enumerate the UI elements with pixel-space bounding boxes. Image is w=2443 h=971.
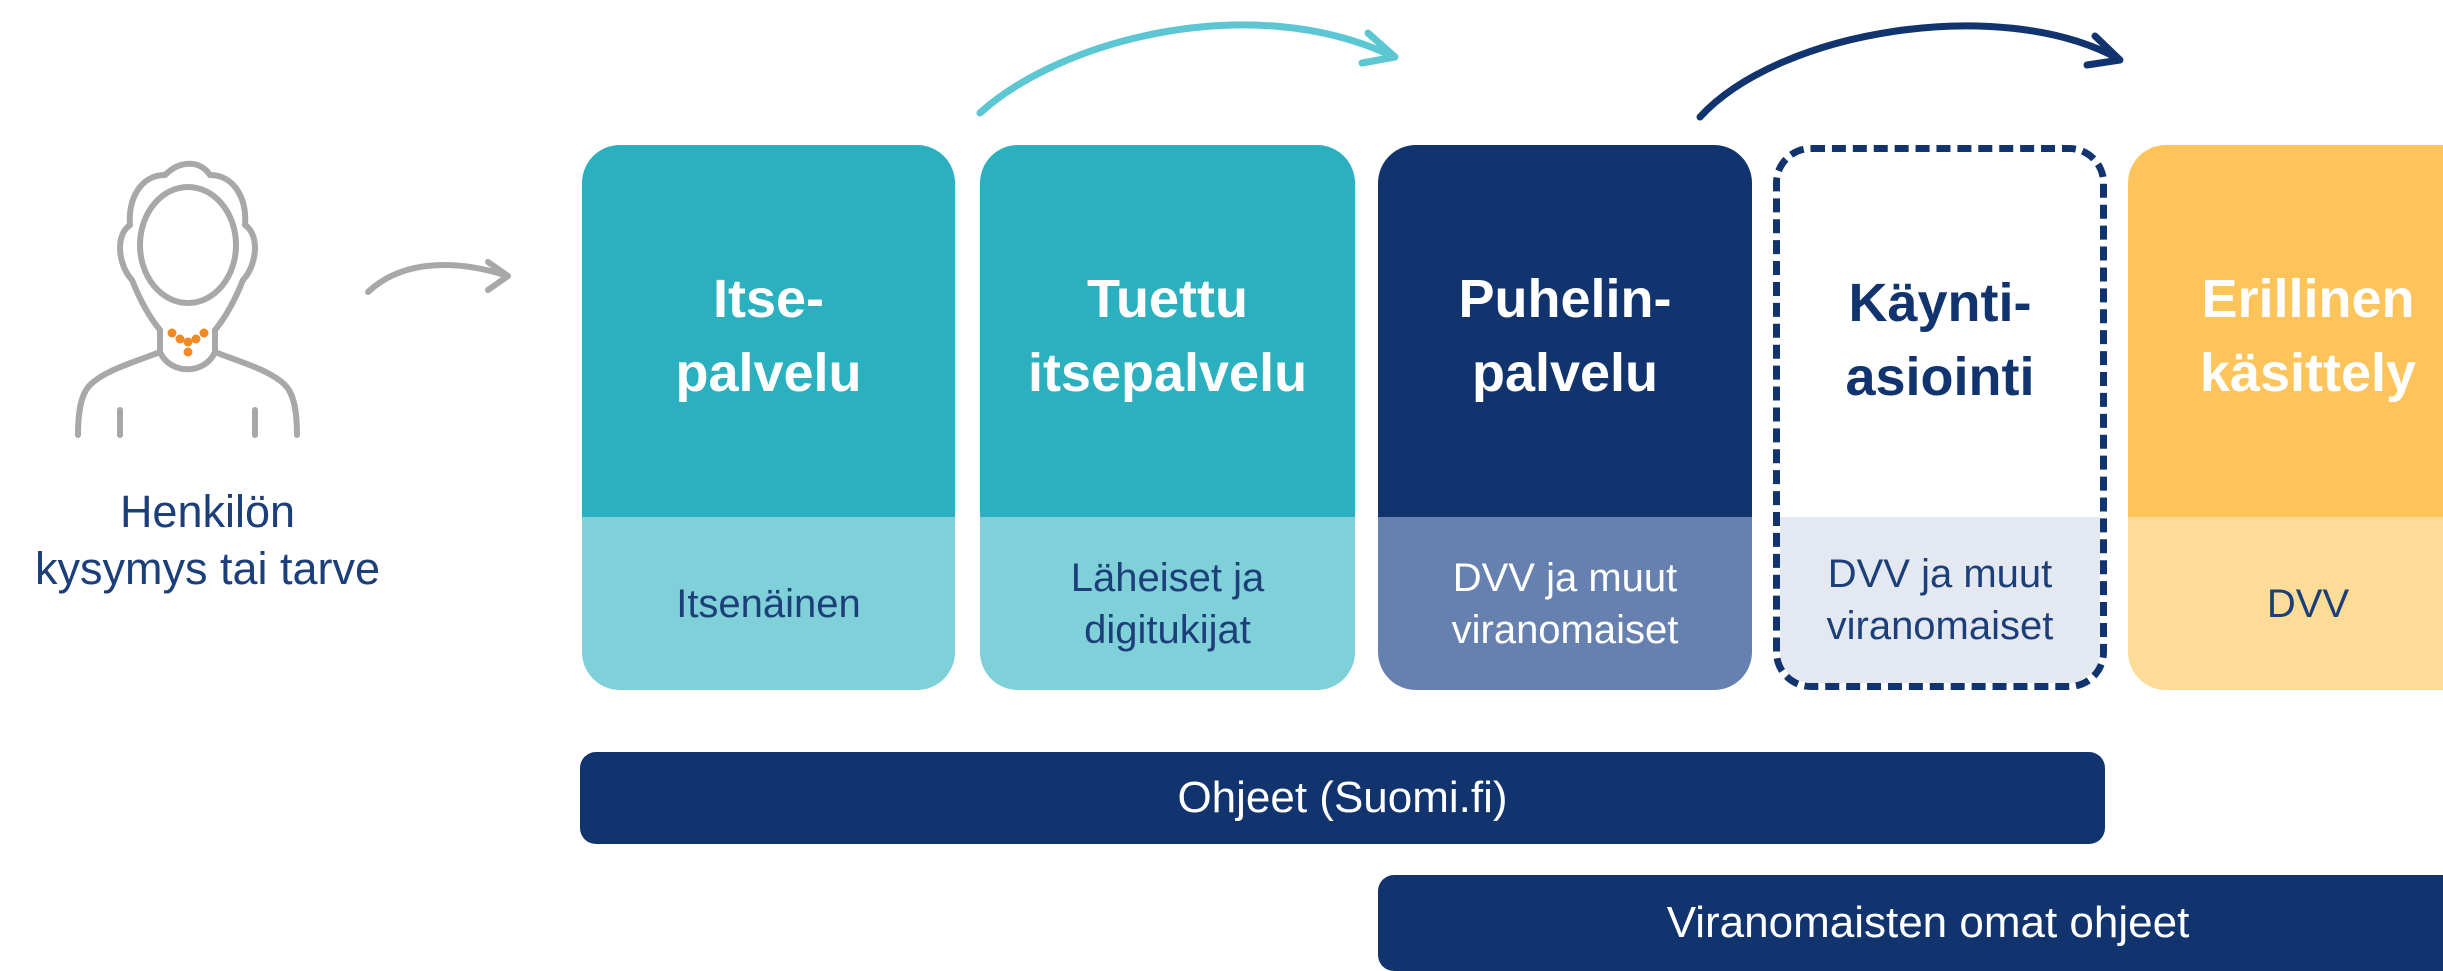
channel-subtitle: DVV ja muut viranomaiset <box>1780 517 2100 683</box>
person-collar <box>157 349 218 373</box>
necklace-icon <box>167 328 209 357</box>
channel-title: Tuettu itsepalvelu <box>980 145 1355 517</box>
authority-guides-bar: Viranomaisten omat ohjeet <box>1378 875 2443 971</box>
channel-title: Itse- palvelu <box>582 145 955 517</box>
guides-bar: Ohjeet (Suomi.fi) <box>580 752 2105 844</box>
person-face <box>137 184 239 306</box>
arrow-escalation-1 <box>976 21 1399 117</box>
channel-card-puhelinpalvelu: Puhelin- palvelu DVV ja muut viranomaise… <box>1378 145 1752 690</box>
person-hair-left <box>75 172 168 438</box>
person-icon <box>75 160 300 438</box>
channel-card-erillinen-kasittely: Erillinen käsittely DVV <box>2128 145 2443 690</box>
channel-subtitle: DVV <box>2128 517 2443 690</box>
channel-card-kayntiasiointi: Käynti- asiointi DVV ja muut viranomaise… <box>1773 145 2107 690</box>
arrow-to-channels <box>365 259 511 295</box>
channel-subtitle: DVV ja muut viranomaiset <box>1378 517 1752 690</box>
person-label: Henkilön kysymys tai tarve <box>34 486 381 594</box>
person-hair-right <box>207 172 300 438</box>
channel-title: Erillinen käsittely <box>2128 145 2443 517</box>
arrow-escalation-2 <box>1696 22 2124 121</box>
channel-card-itsepalvelu: Itse- palvelu Itsenäinen <box>582 145 955 690</box>
person-hair-top <box>162 160 213 178</box>
channel-subtitle: Läheiset ja digitukijat <box>980 517 1355 690</box>
channel-subtitle: Itsenäinen <box>582 517 955 690</box>
channel-title: Puhelin- palvelu <box>1378 145 1752 517</box>
channel-card-tuettu-itsepalvelu: Tuettu itsepalvelu Läheiset ja digitukij… <box>980 145 1355 690</box>
channel-title: Käynti- asiointi <box>1780 152 2100 517</box>
